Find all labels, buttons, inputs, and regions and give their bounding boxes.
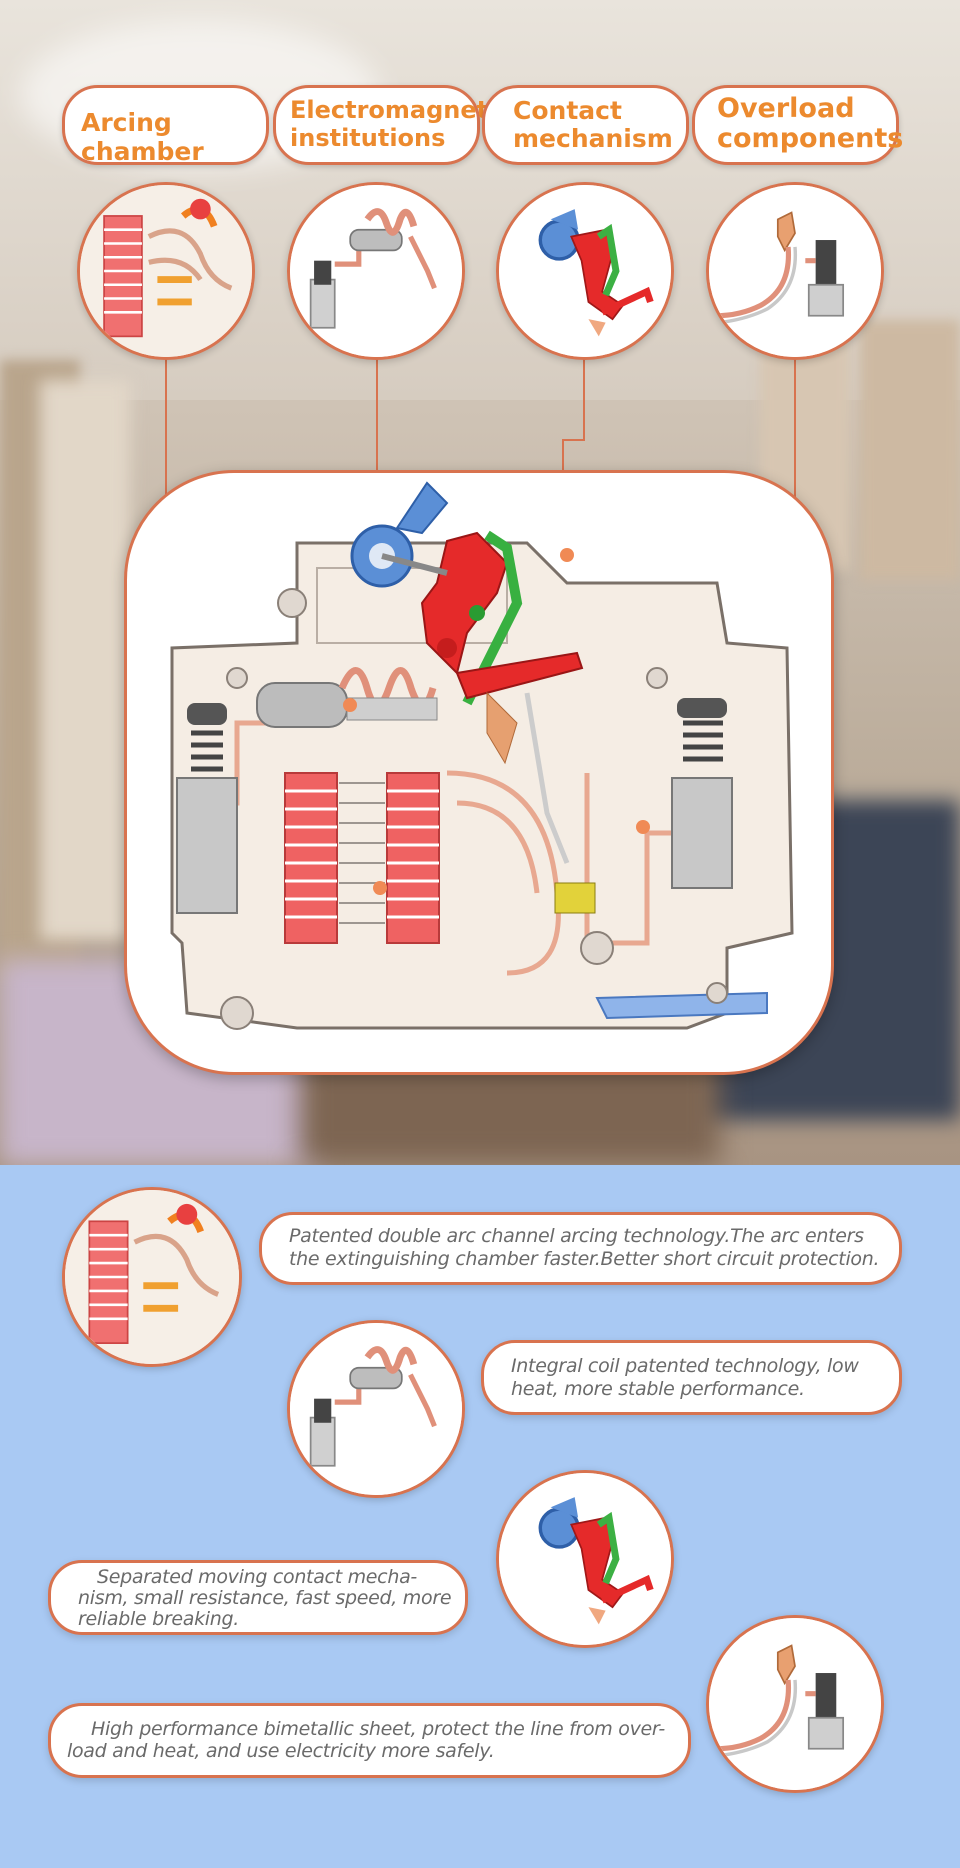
overload-components-label-line2: components (717, 123, 904, 154)
overload-icon (706, 1615, 884, 1793)
breaker-cutaway-illustration (170, 481, 794, 1030)
feature-arcing-line2: the extinguishing chamber faster.Better … (289, 1248, 880, 1270)
contact-mechanism-icon (496, 1470, 674, 1648)
feature-arcing-line1: Patented double arc channel arcing techn… (289, 1225, 864, 1247)
contact-mechanism-label-line2: mechanism (513, 124, 673, 153)
feature-bimetal-line2: load and heat, and use electricity more … (67, 1740, 495, 1762)
coil-icon (287, 182, 465, 360)
arc-chamber-icon (62, 1187, 242, 1367)
feature-contact-line2: nism, small resistance, fast speed, more (78, 1587, 452, 1609)
feature-coil-line1: Integral coil patented technology, low (511, 1355, 859, 1377)
overload-components-label-pill: Overload components (692, 85, 903, 165)
feature-bimetal-line1: High performance bimetallic sheet, prote… (91, 1718, 665, 1740)
arc-chamber-icon (77, 182, 255, 360)
electromagnetic-label-pill: Electromagnetic institutions (273, 85, 511, 165)
feature-arcing-description: Patented double arc channel arcing techn… (259, 1212, 902, 1285)
feature-coil-description: Integral coil patented technology, low h… (481, 1340, 902, 1415)
contact-mechanism-label-line1: Contact (513, 96, 622, 125)
bottom-section: Patented double arc channel arcing techn… (0, 1165, 960, 1868)
feature-coil-line2: heat, more stable performance. (511, 1378, 805, 1400)
feature-contact-description: Separated moving contact mecha- nism, sm… (48, 1560, 468, 1635)
top-section: Arcing chamber Electromagnetic instituti… (0, 0, 960, 1165)
arcing-chamber-label-pill: Arcing chamber (62, 85, 269, 166)
arcing-chamber-label: Arcing chamber (81, 108, 204, 166)
breaker-diagram-panel (124, 470, 834, 1075)
feature-bimetal-description: High performance bimetallic sheet, prote… (48, 1703, 691, 1778)
overload-components-label-line1: Overload (717, 93, 855, 124)
contact-mechanism-icon (496, 182, 674, 360)
feature-contact-line3: reliable breaking. (78, 1608, 239, 1630)
electromagnetic-label-line1: Electromagnetic (290, 96, 511, 124)
overload-icon (706, 182, 884, 360)
coil-icon (287, 1320, 465, 1498)
electromagnetic-label-line2: institutions (290, 124, 446, 152)
feature-contact-line1: Separated moving contact mecha- (97, 1566, 417, 1588)
contact-mechanism-label-pill: Contact mechanism (482, 85, 689, 165)
